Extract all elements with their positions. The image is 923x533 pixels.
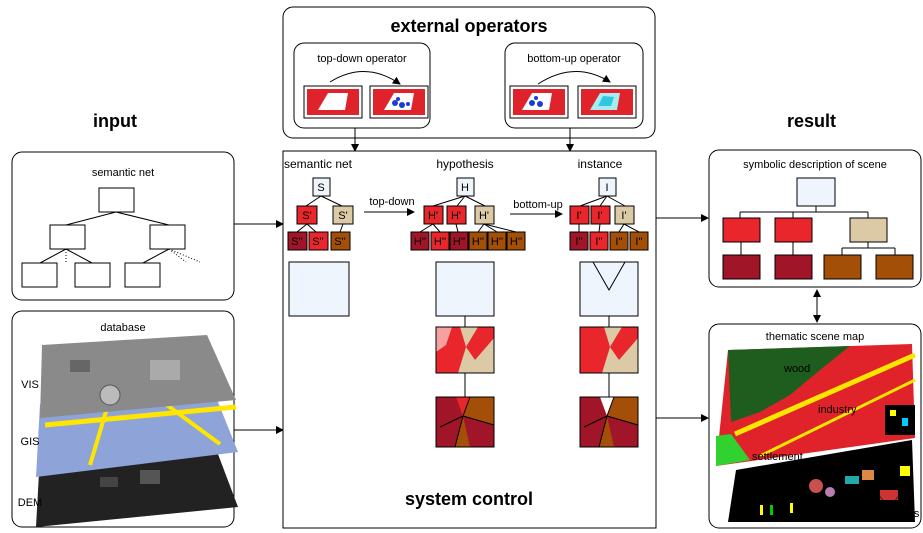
bottom-up-operator-label: bottom-up operator [527, 53, 621, 65]
map-label-industry: industry [818, 404, 857, 416]
arrow-label-top-down: top-down [369, 196, 414, 208]
svg-text:H': H' [451, 210, 461, 222]
svg-text:S'': S'' [291, 236, 303, 248]
svg-text:H'': H'' [472, 236, 484, 248]
instance-tree: I I' I' I' I'' I'' I'' I'' [569, 177, 649, 251]
symbolic-description-label: symbolic description of scene [743, 159, 887, 171]
svg-text:H'': H'' [510, 236, 522, 248]
column-semantic-net: semantic net [284, 157, 353, 171]
thematic-scene-map-box: thematic scene map wood industry settlem… [708, 323, 922, 529]
svg-text:S'': S'' [334, 236, 346, 248]
svg-text:H': H' [479, 210, 489, 222]
hypothesis-map-1 [435, 326, 495, 374]
column-instance: instance [578, 157, 623, 171]
svg-text:S': S' [302, 210, 311, 222]
svg-text:H: H [461, 182, 469, 194]
layer-label-dem: DEM [18, 497, 42, 509]
top-down-operator-label: top-down operator [317, 53, 407, 65]
svg-text:S: S [317, 182, 324, 194]
svg-text:I': I' [576, 210, 581, 222]
svg-text:S'': S'' [312, 236, 324, 248]
svg-text:I'': I'' [615, 236, 622, 248]
svg-text:I': I' [621, 210, 626, 222]
system-control-box: system control semantic net hypothesis i… [282, 150, 657, 529]
layer-label-vis: VIS [21, 379, 39, 391]
svg-text:H'': H'' [414, 236, 426, 248]
svg-text:H': H' [428, 210, 438, 222]
layer-label-gis: GIS [21, 436, 40, 448]
top-down-operator: top-down operator [293, 42, 431, 129]
svg-text:H'': H'' [491, 236, 503, 248]
instance-map-1 [579, 326, 639, 374]
input-semantic-net-box: semantic net [11, 151, 235, 301]
hypothesis-tree: H H' H' H' H'' H'' H'' H'' H'' H'' [410, 177, 526, 251]
input-semantic-net-label: semantic net [92, 167, 154, 179]
map-label-settlement: settlement [752, 451, 803, 463]
svg-text:S': S' [338, 210, 347, 222]
input-title: input [93, 111, 137, 131]
svg-text:I': I' [597, 210, 602, 222]
database-label: database [100, 322, 145, 334]
system-control-title: system control [405, 489, 533, 509]
semantic-net-tree: S S' S' S'' S'' S'' [287, 177, 354, 251]
map-label-wood: wood [783, 363, 810, 375]
input-database-box: database VIS GIS DEM [11, 310, 238, 528]
svg-text:I'': I'' [575, 236, 582, 248]
svg-text:H'': H'' [453, 236, 465, 248]
result-title: result [787, 111, 836, 131]
map-label-buildings: buildings [876, 508, 920, 520]
svg-text:I'': I'' [595, 236, 602, 248]
arrow-label-bottom-up: bottom-up [513, 199, 563, 211]
symbolic-description-box: symbolic description of scene [708, 149, 922, 288]
external-operators-box: external operators top-down operator bot… [282, 6, 656, 139]
external-operators-title: external operators [390, 16, 547, 36]
svg-text:I: I [605, 182, 608, 194]
hypothesis-map-2 [435, 396, 495, 448]
instance-map-2 [579, 396, 639, 448]
svg-text:H'': H'' [434, 236, 446, 248]
bottom-up-operator: bottom-up operator [504, 42, 644, 129]
thematic-scene-map-label: thematic scene map [766, 331, 864, 343]
svg-text:I'': I'' [635, 236, 642, 248]
column-hypothesis: hypothesis [436, 157, 493, 171]
